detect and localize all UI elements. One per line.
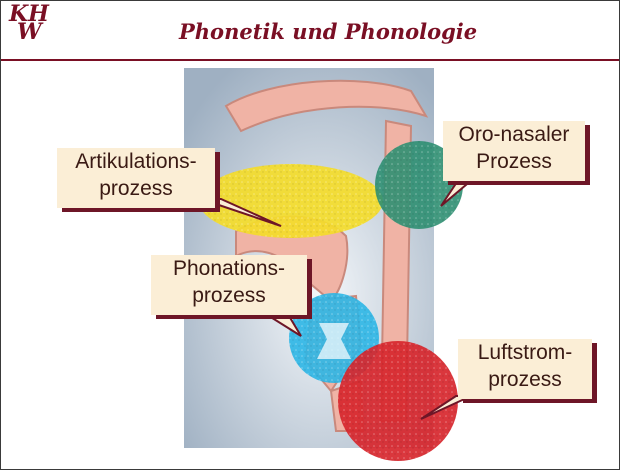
callout-articulation-line-2: prozess xyxy=(57,175,215,202)
callout-airstream: Luftstrom- prozess xyxy=(458,339,592,399)
callout-oronasal-line-2: Prozess xyxy=(443,148,585,175)
logo: KH W xyxy=(9,5,49,41)
callout-airstream-line-1: Luftstrom- xyxy=(458,339,592,366)
callout-oronasal: Oro-nasaler Prozess xyxy=(443,121,585,181)
slide-title: Phonetik und Phonologie xyxy=(179,19,477,44)
callout-phonation-line-2: prozess xyxy=(151,282,307,309)
callout-oronasal-line-1: Oro-nasaler xyxy=(443,121,585,148)
callout-articulation-line-1: Artikulations- xyxy=(57,148,215,175)
callout-airstream-line-2: prozess xyxy=(458,366,592,393)
callout-phonation: Phonations- prozess xyxy=(151,255,307,315)
callout-articulation: Artikulations- prozess xyxy=(57,148,215,208)
callout-phonation-line-1: Phonations- xyxy=(151,255,307,282)
